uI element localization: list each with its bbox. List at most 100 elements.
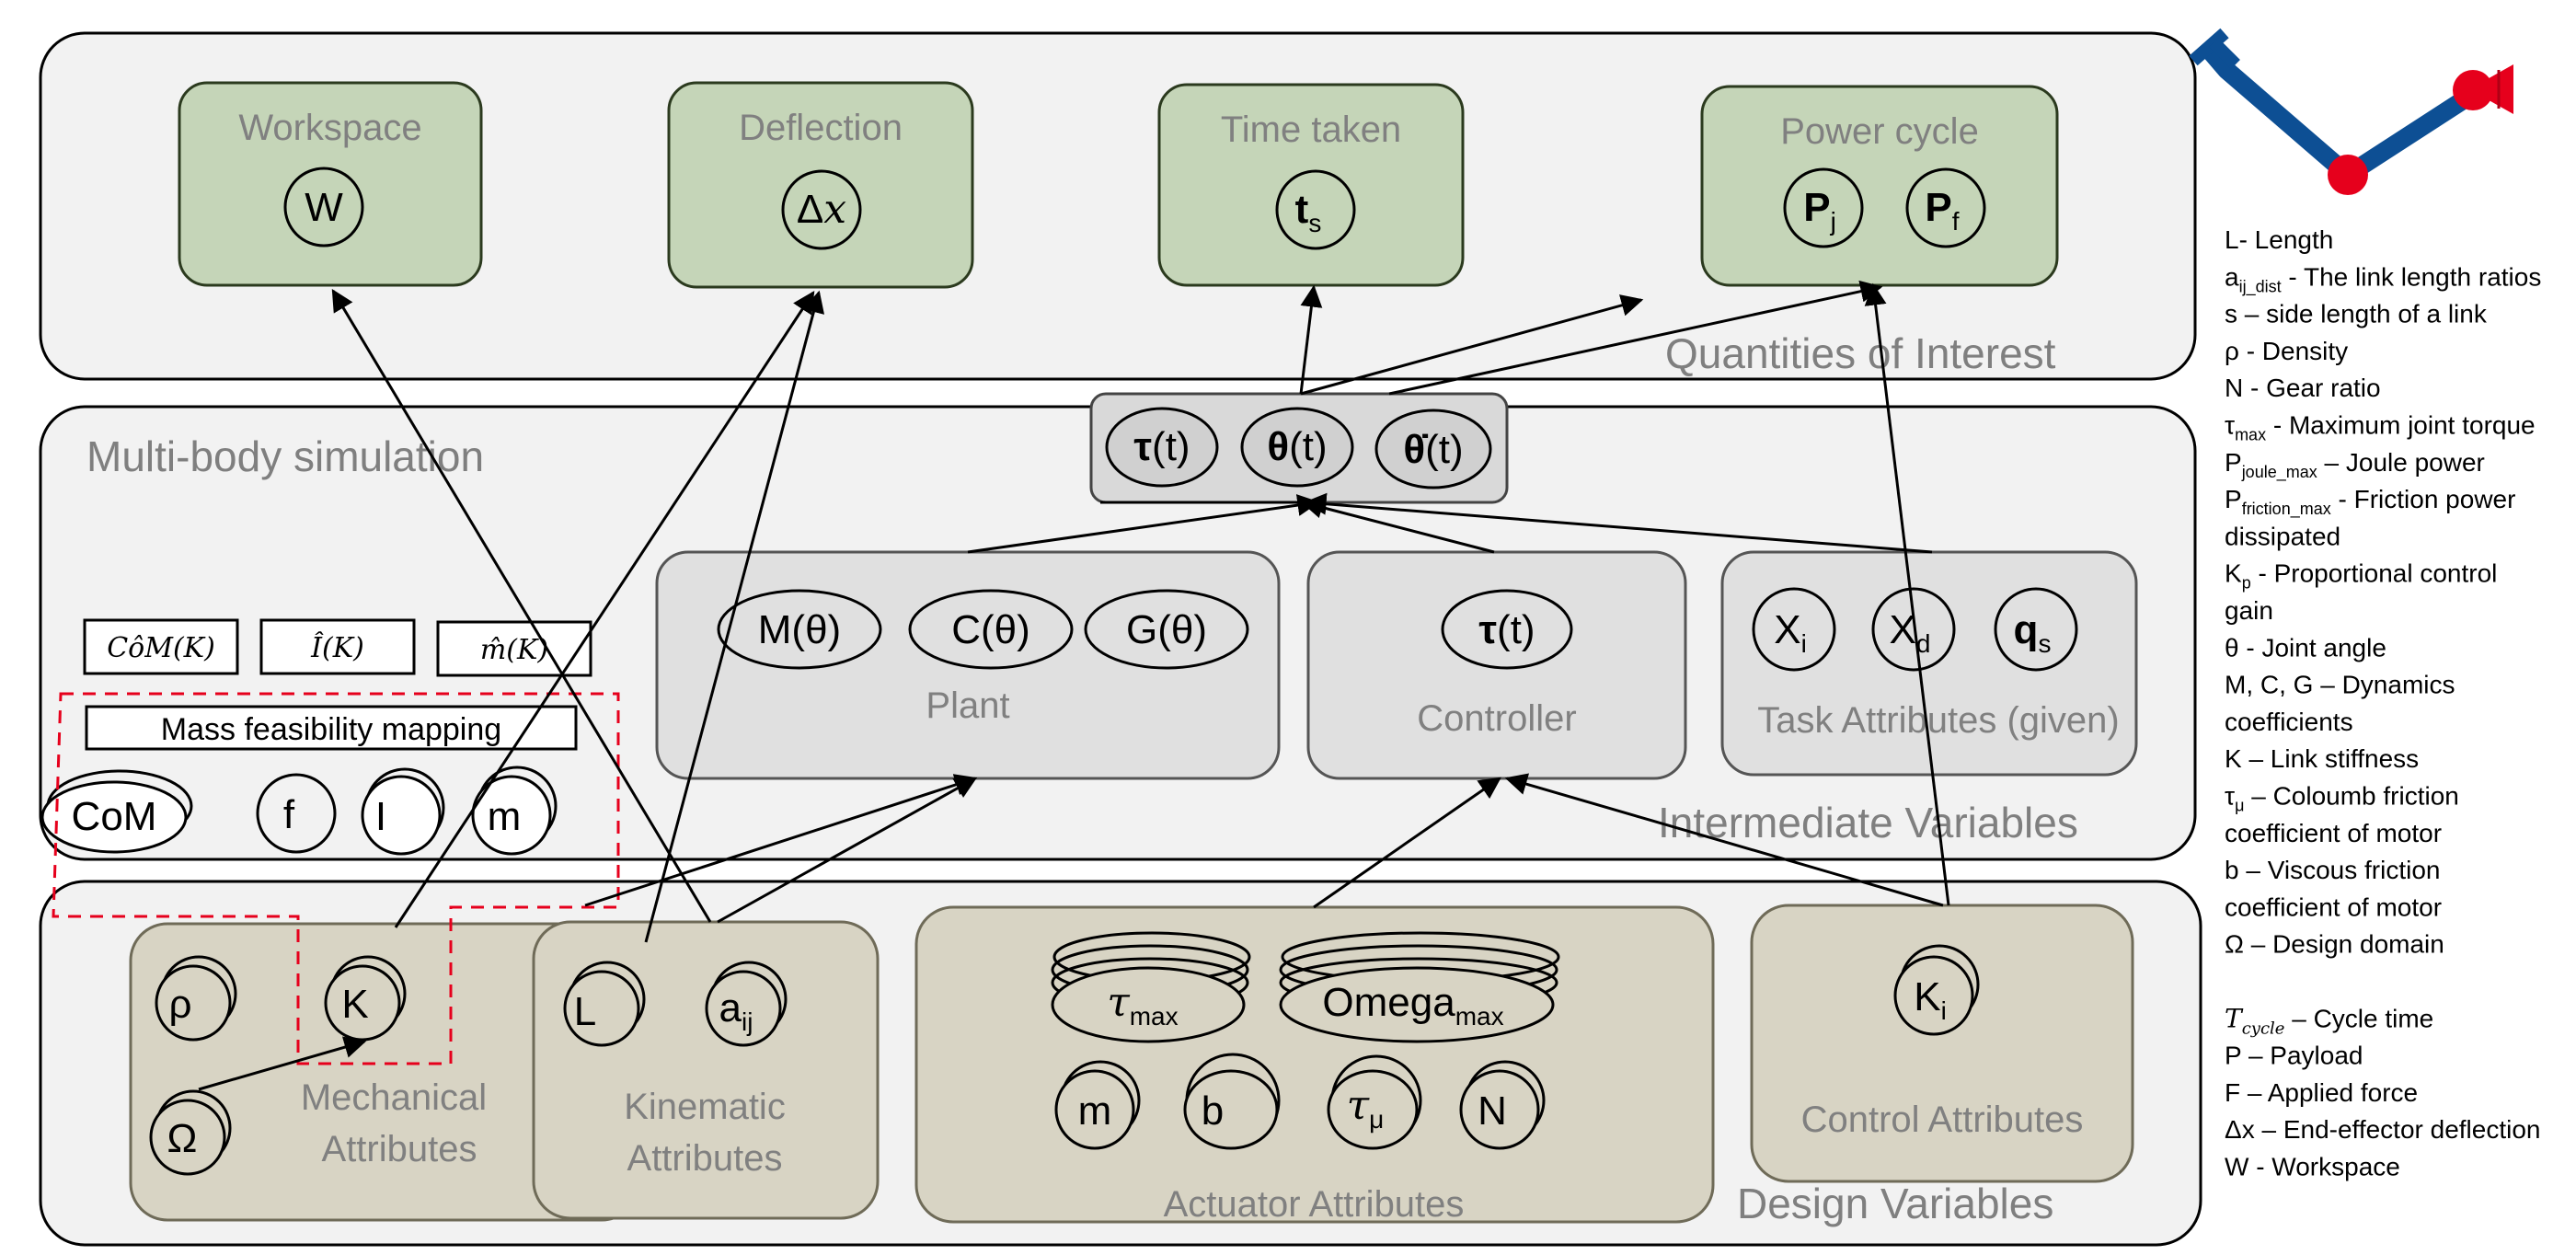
max-torque-node [1051, 966, 1246, 1043]
link-ratio-node [705, 970, 782, 1047]
svg-text:Attributes: Attributes [627, 1138, 783, 1179]
svg-text:m̂(K): m̂(K) [480, 634, 548, 666]
deflection-node [781, 169, 862, 250]
legend-item: K – Link stiffness [2225, 744, 2419, 773]
multibody-panel-title: Multi-body simulation [86, 432, 484, 480]
legend-item: Δx – End-effector deflection [2225, 1115, 2541, 1144]
legend-item: coefficient of motor [2225, 819, 2442, 847]
gravity-node [1084, 589, 1249, 670]
viscous-friction-node [1183, 1069, 1279, 1150]
coulomb-friction-node [1327, 1069, 1419, 1150]
svg-text:m: m [1078, 1088, 1112, 1134]
svg-text:Time taken: Time taken [1221, 109, 1401, 150]
svg-text:Mechanical: Mechanical [301, 1077, 487, 1118]
mass-estimates: CôM(K) Î(K) m̂(K) [83, 618, 592, 677]
workspace-node [283, 167, 364, 248]
svg-text:τ(t): τ(t) [1478, 607, 1535, 652]
svg-text:I: I [375, 794, 386, 839]
f-node [256, 773, 337, 854]
actuator-attributes-box: Actuator Attributes τmax Omegamax m b τμ… [914, 905, 1715, 1225]
legend-item: Kp - Proportional control [2225, 559, 2497, 593]
svg-text:qs: qs [2014, 607, 2052, 658]
svg-text:Deflection: Deflection [739, 108, 903, 148]
legend-item: W - Workspace [2225, 1153, 2400, 1181]
joint-state-node [1994, 587, 2078, 672]
legend-item: coefficients [2225, 708, 2353, 736]
com-estimate-box [83, 618, 239, 675]
mass-feasibility-mapping: Mass feasibility mapping CoM f I m [40, 705, 578, 856]
theta-dot-output-node [1374, 409, 1492, 489]
legend-item: N - Gear ratio [2225, 374, 2381, 402]
svg-text:Mass feasibility mapping: Mass feasibility mapping [161, 712, 501, 747]
svg-text:Kinematic: Kinematic [624, 1087, 786, 1127]
svg-text:L: L [574, 989, 596, 1034]
inertia-node [361, 775, 442, 856]
legend-item: P – Payload [2225, 1042, 2363, 1070]
mass-node [471, 775, 552, 856]
legend-item: Tcycle – Cycle time [2225, 1003, 2433, 1038]
robot-arm-icon [2189, 28, 2513, 195]
svg-text:τmax: τmax [1107, 979, 1178, 1030]
joule-power-node [1783, 167, 1864, 248]
svg-text:Xd: Xd [1890, 607, 1931, 658]
legend-item: F – Applied force [2225, 1078, 2418, 1107]
com-node [40, 780, 188, 854]
time-taken-box: Time taken ts [1157, 83, 1465, 287]
time-node [1275, 169, 1356, 250]
intermediate-panel-title: Intermediate Variables [1658, 799, 2078, 846]
legend-item: gain [2225, 596, 2273, 625]
legend-item: ρ - Density [2225, 337, 2348, 365]
gear-ratio-node [1459, 1069, 1540, 1150]
svg-text:ρ: ρ [168, 982, 191, 1027]
controller-box: τ(t) Controller [1306, 550, 1687, 780]
legend-item: dissipated [2225, 522, 2340, 550]
svg-text:N: N [1478, 1088, 1507, 1134]
svg-text:θ(t): θ(t) [1267, 424, 1327, 469]
legend-item: Pjoule_max – Joule power [2225, 448, 2485, 482]
legend-item: θ - Joint angle [2225, 633, 2386, 662]
legend-item: L- Length [2225, 225, 2333, 254]
svg-text:CôM(K): CôM(K) [107, 632, 215, 664]
svg-text:CoM: CoM [72, 794, 157, 839]
svg-text:m: m [488, 794, 522, 839]
theta-output-node [1240, 407, 1354, 488]
svg-text:Control Attributes: Control Attributes [1801, 1100, 2084, 1140]
plant-box: M(θ) C(θ) G(θ) Plant [655, 550, 1281, 780]
controller-torque-node [1441, 589, 1573, 670]
control-gain-node [1893, 955, 1974, 1036]
svg-text:τμ: τμ [1347, 1082, 1384, 1134]
design-domain-node [149, 1099, 226, 1176]
qoi-panel-title: Quantities of Interest [1665, 329, 2056, 377]
svg-text:Omegamax: Omegamax [1322, 980, 1503, 1030]
svg-text:K: K [341, 982, 368, 1027]
svg-text:M(θ): M(θ) [758, 607, 841, 652]
svg-text:Xi: Xi [1774, 607, 1807, 658]
svg-text:Ki: Ki [1914, 974, 1947, 1025]
svg-text:Ω: Ω [167, 1116, 198, 1161]
svg-text:Actuator Attributes: Actuator Attributes [1164, 1184, 1465, 1225]
legend-item: b – Viscous friction [2225, 856, 2441, 884]
legend: L- Length aij_dist - The link length rati… [2225, 225, 2541, 1181]
legend-item: τmax - Maximum joint torque [2225, 411, 2536, 444]
legend-item: τμ – Coloumb friction [2225, 782, 2459, 815]
svg-text:Workspace: Workspace [238, 108, 421, 148]
mass-feasibility-region [52, 692, 620, 1065]
mass-estimate-box [436, 620, 592, 677]
max-speed-node [1279, 966, 1555, 1043]
svg-text:G(θ): G(θ) [1126, 607, 1207, 652]
legend-item: M, C, G – Dynamics [2225, 671, 2455, 699]
coriolis-node [908, 589, 1074, 670]
svg-text:ts: ts [1295, 187, 1322, 237]
power-cycle-box: Power cycle Pj Pf [1700, 85, 2059, 287]
svg-text:Attributes: Attributes [322, 1129, 477, 1169]
svg-text:b: b [1202, 1088, 1224, 1134]
legend-item: Ω – Design domain [2225, 930, 2444, 959]
svg-text:aij: aij [719, 985, 753, 1036]
legend-item: coefficient of motor [2225, 892, 2442, 921]
svg-text:C(θ): C(θ) [951, 607, 1030, 652]
svg-text:W: W [305, 185, 343, 230]
legend-item: aij_dist - The link length ratios [2225, 262, 2541, 296]
kinematic-attributes-box: Kinematic Attributes L aij [532, 920, 880, 1220]
svg-text:τ(t): τ(t) [1133, 424, 1190, 469]
